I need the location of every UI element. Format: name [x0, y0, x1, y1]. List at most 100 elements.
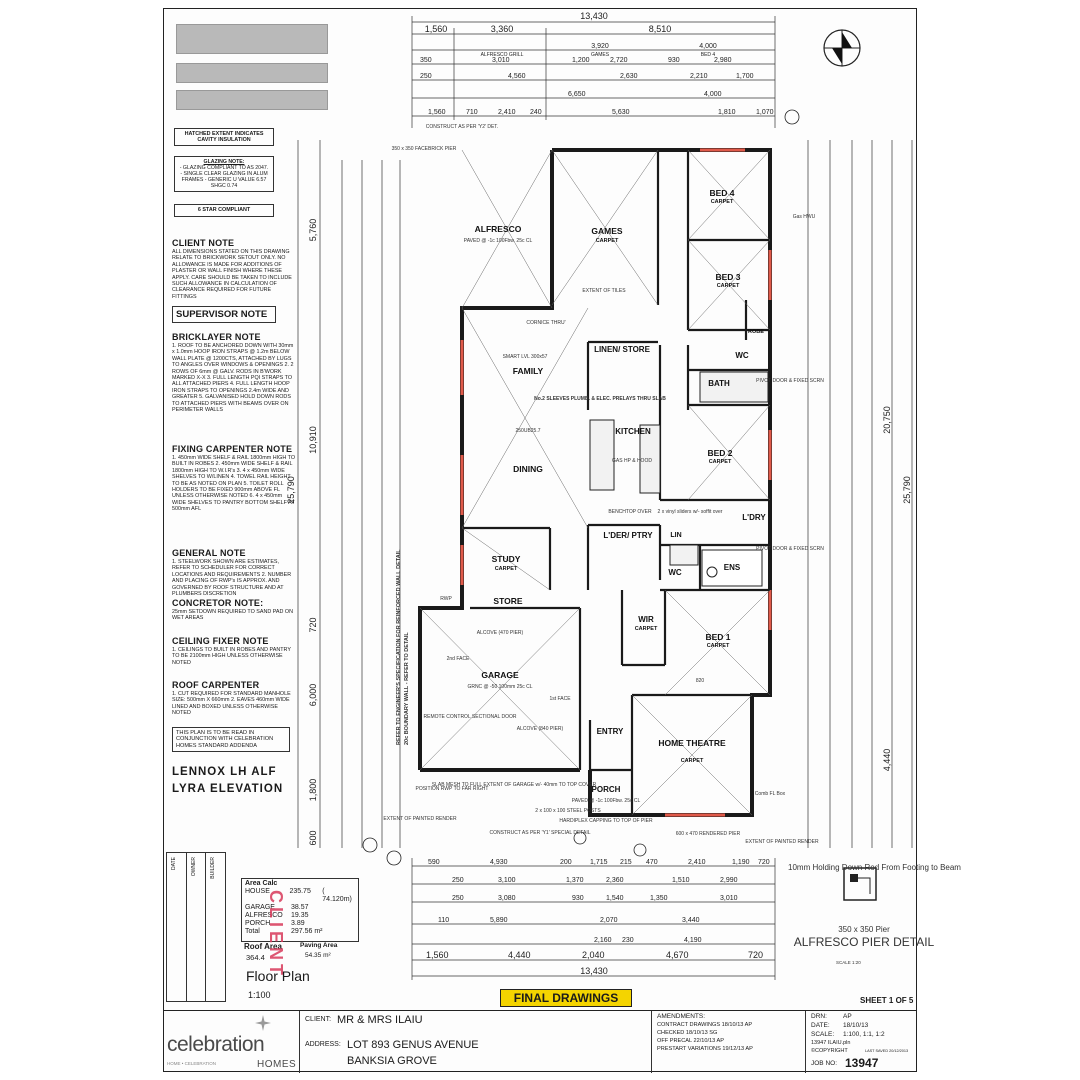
area-row-value: 38.57: [291, 904, 309, 911]
dim-bot-1-2: 2,040: [582, 950, 605, 960]
concretor-title: CONCRETOR NOTE:: [172, 598, 264, 608]
room-bed3: BED 3: [715, 272, 740, 282]
ceiling-note: CEILING FIXER NOTE 1. CEILINGS TO BUILT …: [172, 630, 296, 666]
dim-top-r3-4: 2,720: [610, 57, 628, 64]
note-pivot-1: PIVOT DOOR & FIXED SCRN: [756, 378, 824, 384]
note-construct-top: CONSTRUCT AS PER 'Y2' DET.: [426, 124, 498, 130]
pier-scale: SCALE 1:20: [836, 960, 861, 965]
room-wc-top: WC: [735, 351, 749, 360]
note-gas-hwu: Gas HWU: [793, 214, 816, 220]
client-stamp: CLIENT: [266, 890, 286, 979]
drawing-info: DRN: AP DATE: 18/10/13 SCALE: 1:100, 1:1…: [807, 1011, 915, 1073]
top-dimension-text: 13,430 1,560 3,360 8,510 3,920 4,000 ALF…: [420, 11, 774, 116]
dim-top-r6-1: 710: [466, 109, 478, 116]
client-info: CLIENT: MR & MRS ILAIU ADDRESS: LOT 893 …: [299, 1011, 652, 1073]
dim-bot-d-3: 2,070: [600, 917, 618, 924]
dim-bot-a-7: 1,190: [732, 859, 750, 866]
plan-title: Floor Plan: [246, 968, 310, 984]
note-cornice: CORNICE THRU': [526, 320, 565, 326]
redacted-bar-1: [176, 24, 328, 54]
pier-detail: 10mm Holding Down Rod From Footing to Be…: [788, 863, 961, 965]
elevation-name: LYRA ELEVATION: [172, 783, 284, 795]
dim-bot-e-2: 4,190: [684, 937, 702, 944]
note-painted-pier: 600 x 470 RENDERED PIER: [676, 831, 741, 837]
room-family: FAMILY: [513, 366, 544, 376]
dim-left-4: 1,800: [308, 779, 318, 802]
client-note: CLIENT NOTE ALL DIMENSIONS STATED ON THI…: [172, 232, 296, 300]
dim-left-1: 10,910: [308, 426, 318, 454]
side-dimension-lines: [297, 140, 913, 848]
finish-bed3: CARPET: [717, 283, 740, 289]
dim-top-total: 13,430: [580, 11, 608, 21]
amendments-label: AMENDMENTS:: [657, 1013, 706, 1020]
dim-top-r4-5: 2,210: [690, 73, 708, 80]
dim-top-r3-6: 930: [668, 57, 680, 64]
dim-top-r3-8: 2,980: [714, 57, 732, 64]
finish-bed2: CARPET: [709, 459, 732, 465]
star-rating: 6 STAR COMPLIANT: [174, 204, 274, 218]
dim-top-r2-label-1: GAMES: [591, 52, 610, 58]
dim-right-total: 25,790: [902, 476, 912, 504]
note-construct-as: CONSTRUCT AS PER 'Y1' SPECIAL DETAIL: [489, 830, 590, 836]
redacted-bar-2: [176, 63, 328, 83]
dim-top-r4-1: 4,560: [508, 73, 526, 80]
note-extent-painted: EXTENT OF PAINTED RENDER: [745, 839, 819, 845]
dim-bot-total: 13,430: [580, 966, 608, 976]
room-store: STORE: [493, 596, 522, 606]
ceiling-title: CEILING FIXER NOTE: [172, 636, 269, 646]
dim-top-r2-label-2: BED 4: [701, 52, 716, 58]
sig-date: DATE: [171, 857, 177, 870]
room-bed2: BED 2: [707, 448, 732, 458]
company-name: celebration: [167, 1033, 265, 1056]
finish-theatre: CARPET: [681, 758, 704, 764]
amendment-3: OFF PRECAL 22/10/13 AP: [657, 1038, 724, 1044]
note-slab-beam: 250UB25.7: [515, 428, 540, 434]
area-row-label: Total: [245, 928, 260, 935]
area-row-value: 3.89: [291, 920, 305, 927]
dim-bot-a-1: 4,930: [490, 859, 508, 866]
note-hardiplex: HARDIPLEX CAPPING TO TOP OF PIER: [559, 818, 653, 824]
note-position-rwp: POSITION RWP TO FAR RIGHT: [416, 786, 489, 792]
last-saved: LAST SAVED 20/12/2013: [865, 1049, 909, 1053]
kitchen-benches: [589, 371, 769, 587]
dim-bot-c-0: 250: [452, 895, 464, 902]
signature-block: DATE OWNER BUILDER: [166, 852, 226, 1002]
note-facebrick: 350 x 350 FACEBRICK PIER: [392, 146, 457, 152]
room-study: STUDY: [492, 554, 521, 564]
fixing-body: 1. 450mm WIDE SHELF & RAIL 1800mm HIGH T…: [172, 455, 296, 513]
file-name: 13947 ILAIU.pln: [811, 1040, 851, 1046]
dim-left-2: 720: [308, 617, 318, 632]
dim-bot-d-5: 3,440: [682, 917, 700, 924]
room-ens: ENS: [724, 563, 741, 572]
dim-bot-b-3: 1,370: [566, 877, 584, 884]
concretor-body: 25mm SETDOWN REQUIRED TO SAND PAD ON WET…: [172, 609, 294, 622]
glazing-line-1: - GLAZING COMPLIANT TO AS 2047.: [179, 165, 269, 171]
job-label: JOB NO:: [811, 1060, 838, 1067]
company-tagline: HOME • CELEBRATION: [167, 1061, 216, 1066]
section-markers: [362, 109, 800, 866]
room-bed1: BED 1: [705, 632, 730, 642]
note-alcove2: ALCOVE (470 PIER): [477, 630, 524, 636]
hatched-note: HATCHED EXTENT INDICATES CAVITY INSULATI…: [174, 128, 274, 147]
note-2nd-face: 2nd FACE: [447, 656, 470, 662]
dim-top-r5-1: 6,650: [568, 91, 586, 98]
addenda-note: THIS PLAN IS TO BE READ IN CONJUNCTION W…: [172, 727, 290, 753]
scale-value: 1:100, 1:1, 1:2: [843, 1031, 885, 1038]
client-note-body: ALL DIMENSIONS STATED ON THIS DRAWING RE…: [172, 249, 292, 300]
plan-notes: PAVED @ -1c 100Fbw. 25c CL SMART LVL 300…: [383, 124, 824, 845]
room-ldry: L'DRY: [742, 513, 766, 522]
note-sliders: 2 x vinyl sliders w/- soffit over: [658, 509, 723, 515]
dim-left-0: 5,760: [308, 219, 318, 242]
dim-bot-c-9: 3,010: [720, 895, 738, 902]
dim-bot-d-1: 5,890: [490, 917, 508, 924]
pier-title: ALFRESCO PIER DETAIL: [794, 935, 935, 949]
dim-top-r1-1: 3,360: [491, 24, 514, 34]
supervisor-note: SUPERVISOR NOTE: [172, 306, 276, 323]
room-garage: GARAGE: [481, 670, 519, 680]
note-slab-mesh: SLAB MESH TO FULL EXTENT OF GARAGE w/- 4…: [432, 782, 597, 788]
fixing-title: FIXING CARPENTER NOTE: [172, 444, 293, 454]
